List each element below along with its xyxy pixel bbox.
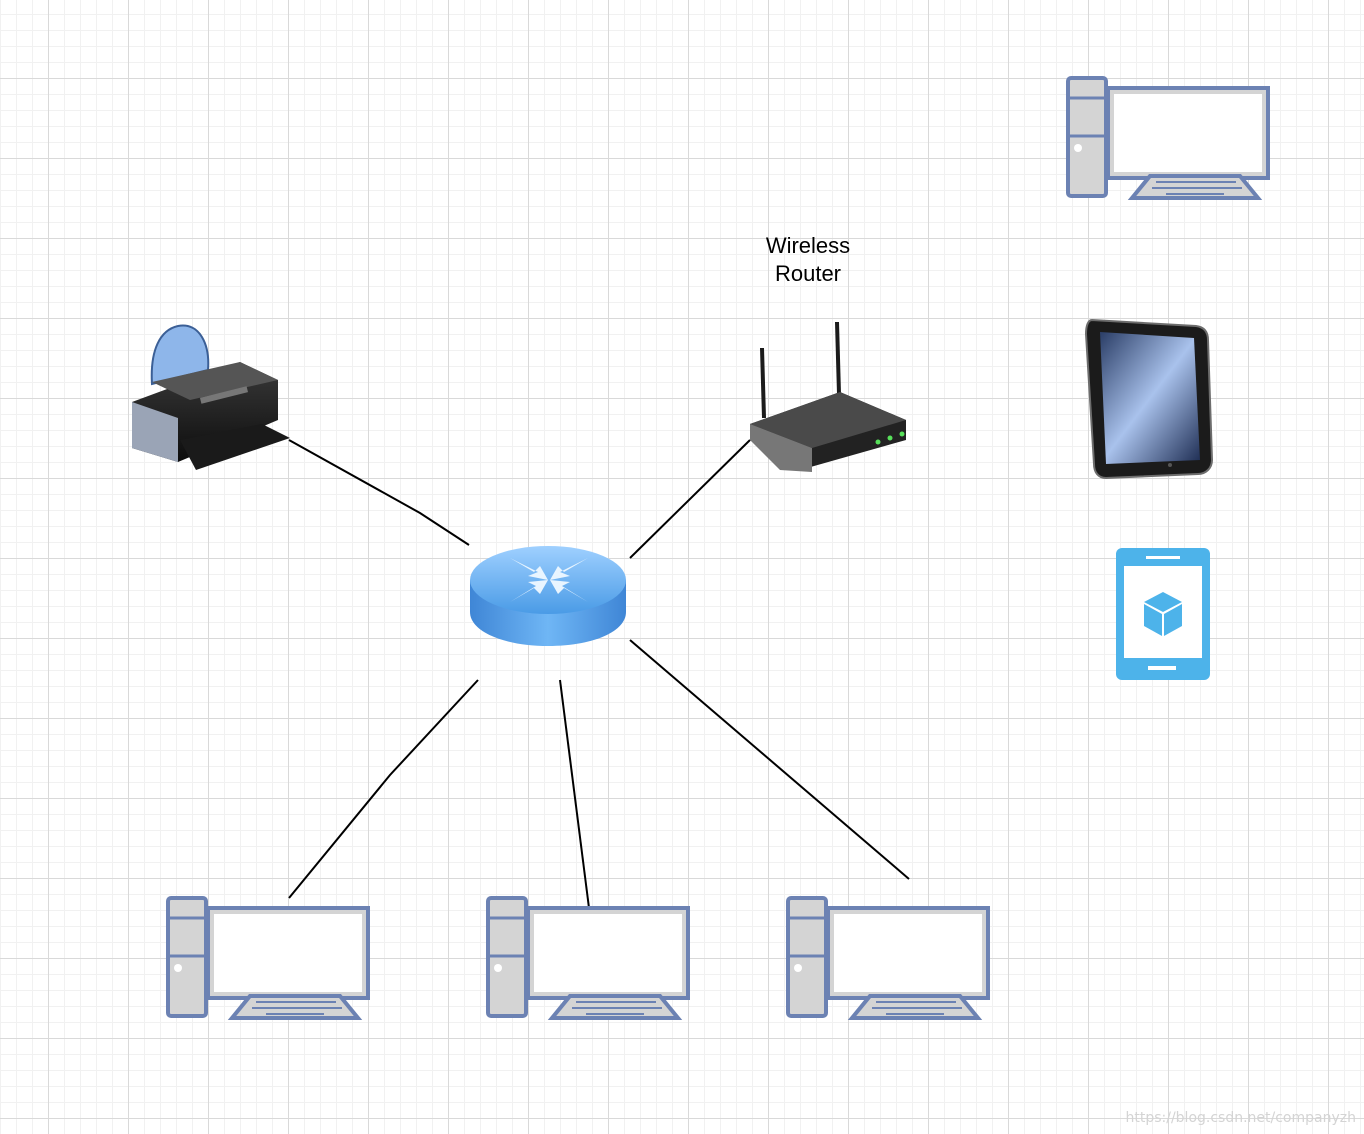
hub-router-icon[interactable] [470,546,626,646]
mobile-phone-icon[interactable] [1116,548,1210,680]
watermark-text: https://blog.csdn.net/companyzh [1125,1110,1356,1126]
tablet-icon[interactable] [1084,318,1214,480]
desktop-icon-left[interactable] [166,896,370,1020]
wireless-router-label-line1: Wireless [765,233,851,258]
printer-icon[interactable] [132,324,290,470]
network-links [288,439,910,909]
wireless-router-icon[interactable] [750,321,906,472]
desktop-icon-legend[interactable] [1066,76,1270,200]
wireless-router-label-line2: Router [774,261,842,286]
link-hub-desktop-middle [559,679,590,909]
link-printer-hub [288,439,470,546]
link-hub-desktop-right [629,639,910,880]
link-hub-wireless-router [629,439,751,559]
desktop-icon-right[interactable] [786,896,990,1020]
desktop-icon-middle[interactable] [486,896,690,1020]
wireless-router-label: Wireless Router [748,232,868,288]
link-hub-desktop-left [288,679,479,899]
